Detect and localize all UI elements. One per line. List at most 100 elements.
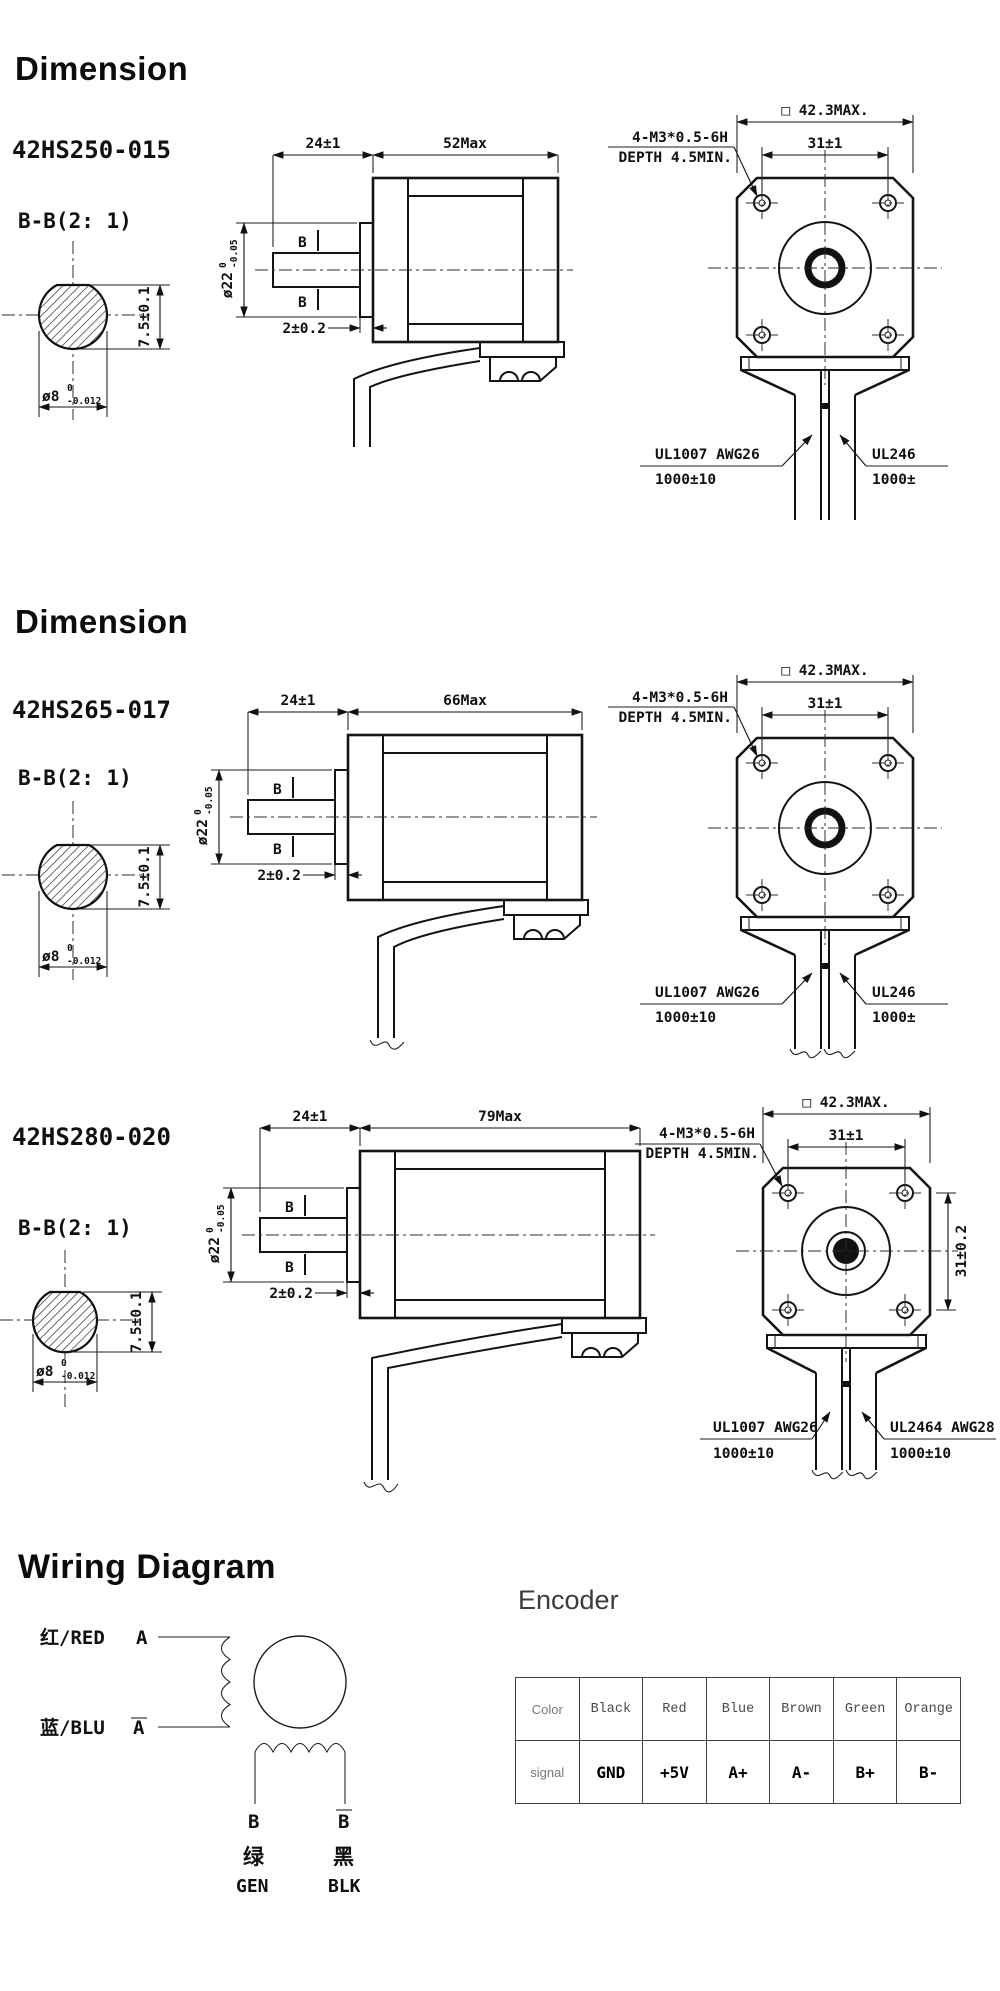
wire-labels: UL1007 AWG26 1000±10 UL246 1000±	[640, 434, 948, 488]
rear-view: □ 42.3MAX. 31±1 4-M3*0.5-6H DEPTH 4.5MIN…	[608, 103, 948, 520]
phase-b-color-en: GEN	[236, 1876, 269, 1897]
thread-depth-label: DEPTH 4.5MIN.	[619, 710, 733, 726]
thread-spec-label: 4-M3*0.5-6H	[659, 1126, 755, 1142]
bb-section-view: 42HS250-015 B-B(2: 1) 7.5±0.1 ø8 0 -0.01…	[2, 136, 171, 420]
dim-front-length: 24±1	[293, 1109, 328, 1125]
thread-spec-label: 4-M3*0.5-6H	[632, 690, 728, 706]
connector-block	[503, 899, 589, 940]
dim-square-size: □ 42.3MAX.	[781, 103, 868, 119]
svg-text:ø22: ø22	[195, 819, 211, 845]
dim-front-length: 24±1	[306, 136, 341, 152]
svg-text:0: 0	[193, 809, 204, 815]
dim-body-length: 66Max	[443, 693, 487, 709]
dim-body-length: 79Max	[478, 1109, 522, 1125]
phase-bbar-color-cn: 黑	[333, 1845, 354, 1869]
svg-text:ø22: ø22	[220, 272, 236, 298]
dim-shaft-boss-dia: ø22 0 -0.05	[205, 1204, 227, 1263]
dim-hole-pitch-vertical: 31±0.2	[954, 1225, 970, 1277]
phase-abar-wire-label: 蓝/BLU	[40, 1716, 105, 1739]
cell-color: Black	[578, 1677, 644, 1741]
screw-holes	[772, 1177, 921, 1326]
dim-shaft-boss-dia: ø22 0 -0.05	[193, 786, 215, 845]
cell-signal: +5V	[642, 1740, 707, 1804]
wire-left-type-label: UL1007 AWG26	[655, 985, 760, 1001]
wire-right-type-label: UL246	[872, 985, 916, 1001]
side-view: 24±1 66Max B B ø22 0 -0.05	[193, 693, 597, 1050]
section-view-label: B-B(2: 1)	[18, 1216, 132, 1240]
dim-tol-lower: -0.012	[67, 956, 101, 967]
dimension-drawing-42hs280-020: 42HS280-020 B-B(2: 1) 7.5±0.1 ø8 0 -0.01…	[0, 1095, 996, 1493]
dim-tol-lower: -0.012	[67, 396, 101, 407]
section-heading-dimension-1: Dimension	[15, 50, 189, 87]
wire-left-length-label: 1000±10	[655, 1010, 716, 1026]
cell-signal-header: signal	[515, 1740, 580, 1804]
dim-tol-lower: -0.012	[61, 1371, 95, 1382]
lead-wire	[363, 1323, 563, 1493]
wire-exit-bracket	[766, 1334, 927, 1480]
dim-flat-height: 7.5±0.1	[137, 286, 153, 347]
dim-hole-pitch: 31±1	[808, 136, 843, 152]
section-cut-mark-bottom: B	[285, 1260, 294, 1276]
cell-color: Blue	[705, 1677, 771, 1741]
dim-shaft-section-dia: ø8	[36, 1364, 53, 1380]
svg-text:0: 0	[218, 262, 229, 268]
rear-view: □ 42.3MAX. 31±1 4-M3*0.5-6H DEPTH 4.5MIN…	[608, 663, 948, 1059]
cell-color: Green	[832, 1677, 898, 1741]
bb-section-view: 42HS265-017 B-B(2: 1) 7.5±0.1 ø8 0 -0.01…	[2, 696, 171, 980]
encoder-pinout-table: Color Black Red Blue Brown Green Orange …	[515, 1677, 961, 1804]
shaft-cross-section	[37, 843, 109, 911]
dim-square-size: □ 42.3MAX.	[802, 1095, 889, 1111]
phase-b-coil	[254, 1742, 346, 1754]
wire-exit-bracket	[740, 916, 910, 1059]
phase-b-color-cn: 绿	[243, 1845, 265, 1869]
section-cut-mark-bottom: B	[298, 295, 307, 311]
dimension-drawing-42hs265-017: 42HS265-017 B-B(2: 1) 7.5±0.1 ø8 0 -0.01…	[2, 663, 948, 1059]
wire-labels: UL1007 AWG26 1000±10 UL2464 AWG28 1000±1…	[700, 1411, 996, 1462]
svg-text:-0.05: -0.05	[204, 786, 215, 815]
phase-bbar-pin-label: B	[338, 1811, 349, 1833]
dim-hole-pitch: 31±1	[808, 696, 843, 712]
section-cut-mark-top: B	[285, 1200, 294, 1216]
connector-block	[561, 1317, 647, 1358]
section-view-label: B-B(2: 1)	[18, 209, 132, 233]
table-row-signals: signal GND +5V A+ A- B+ B-	[515, 1740, 961, 1804]
cell-color: Brown	[769, 1677, 834, 1741]
wire-right-length-label: 1000±	[872, 472, 916, 488]
model-label: 42HS250-015	[12, 136, 171, 164]
dim-tol-upper: 0	[67, 943, 73, 954]
wire-exit-bracket	[740, 356, 910, 520]
motor-body	[371, 176, 560, 344]
dim-hole-pitch: 31±1	[829, 1128, 864, 1144]
screw-holes	[746, 187, 904, 351]
dim-shaft-section-dia: ø8	[42, 949, 59, 965]
dim-tol-upper: 0	[67, 383, 73, 394]
wire-left-type-label: UL1007 AWG26	[713, 1420, 818, 1436]
svg-text:-0.05: -0.05	[216, 1204, 227, 1233]
section-cut-mark-top: B	[298, 235, 307, 251]
dim-body-length: 52Max	[443, 136, 487, 152]
side-view: 24±1 52Max B B ø22 0 -0.05	[218, 136, 573, 447]
wire-right-length-label: 1000±	[872, 1010, 916, 1026]
wire-left-length-label: 1000±10	[655, 472, 716, 488]
shaft-cross-section	[31, 1290, 99, 1354]
lead-wire	[369, 905, 505, 1050]
model-label: 42HS280-020	[12, 1123, 171, 1151]
wire-left-type-label: UL1007 AWG26	[655, 447, 760, 463]
side-view: 24±1 79Max B B ø22 0 -0.05	[205, 1109, 655, 1493]
model-label: 42HS265-017	[12, 696, 171, 724]
wire-right-length-label: 1000±10	[890, 1446, 951, 1462]
section-cut-mark-bottom: B	[273, 842, 282, 858]
dim-tol-upper: 0	[61, 1358, 67, 1369]
dim-square-size: □ 42.3MAX.	[781, 663, 868, 679]
cell-color: Red	[642, 1677, 707, 1741]
shaft-cross-section	[37, 283, 109, 351]
dim-boss-thickness: 2±0.2	[269, 1286, 313, 1302]
thread-depth-label: DEPTH 4.5MIN.	[646, 1146, 760, 1162]
phase-a-pin-label: A	[136, 1627, 148, 1649]
phase-bbar-color-en: BLK	[328, 1876, 361, 1897]
wire-left-length-label: 1000±10	[713, 1446, 774, 1462]
dim-boss-thickness: 2±0.2	[282, 321, 326, 337]
cell-color: Orange	[896, 1677, 961, 1741]
table-row-colors: Color Black Red Blue Brown Green Orange	[515, 1677, 961, 1741]
